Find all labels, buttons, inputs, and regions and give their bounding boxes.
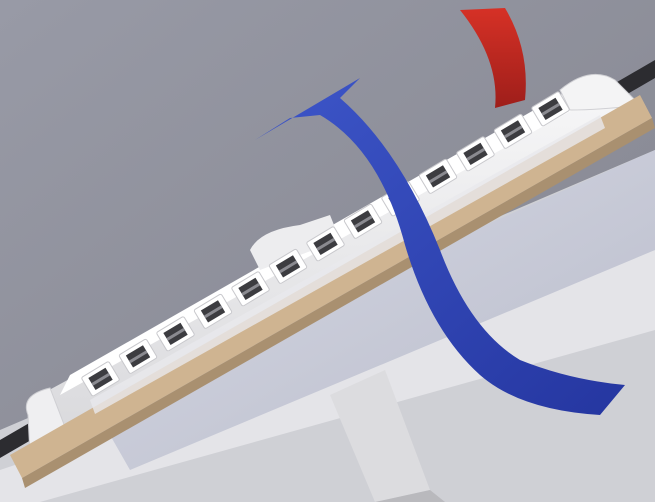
window-vent-illustration — [0, 0, 655, 502]
